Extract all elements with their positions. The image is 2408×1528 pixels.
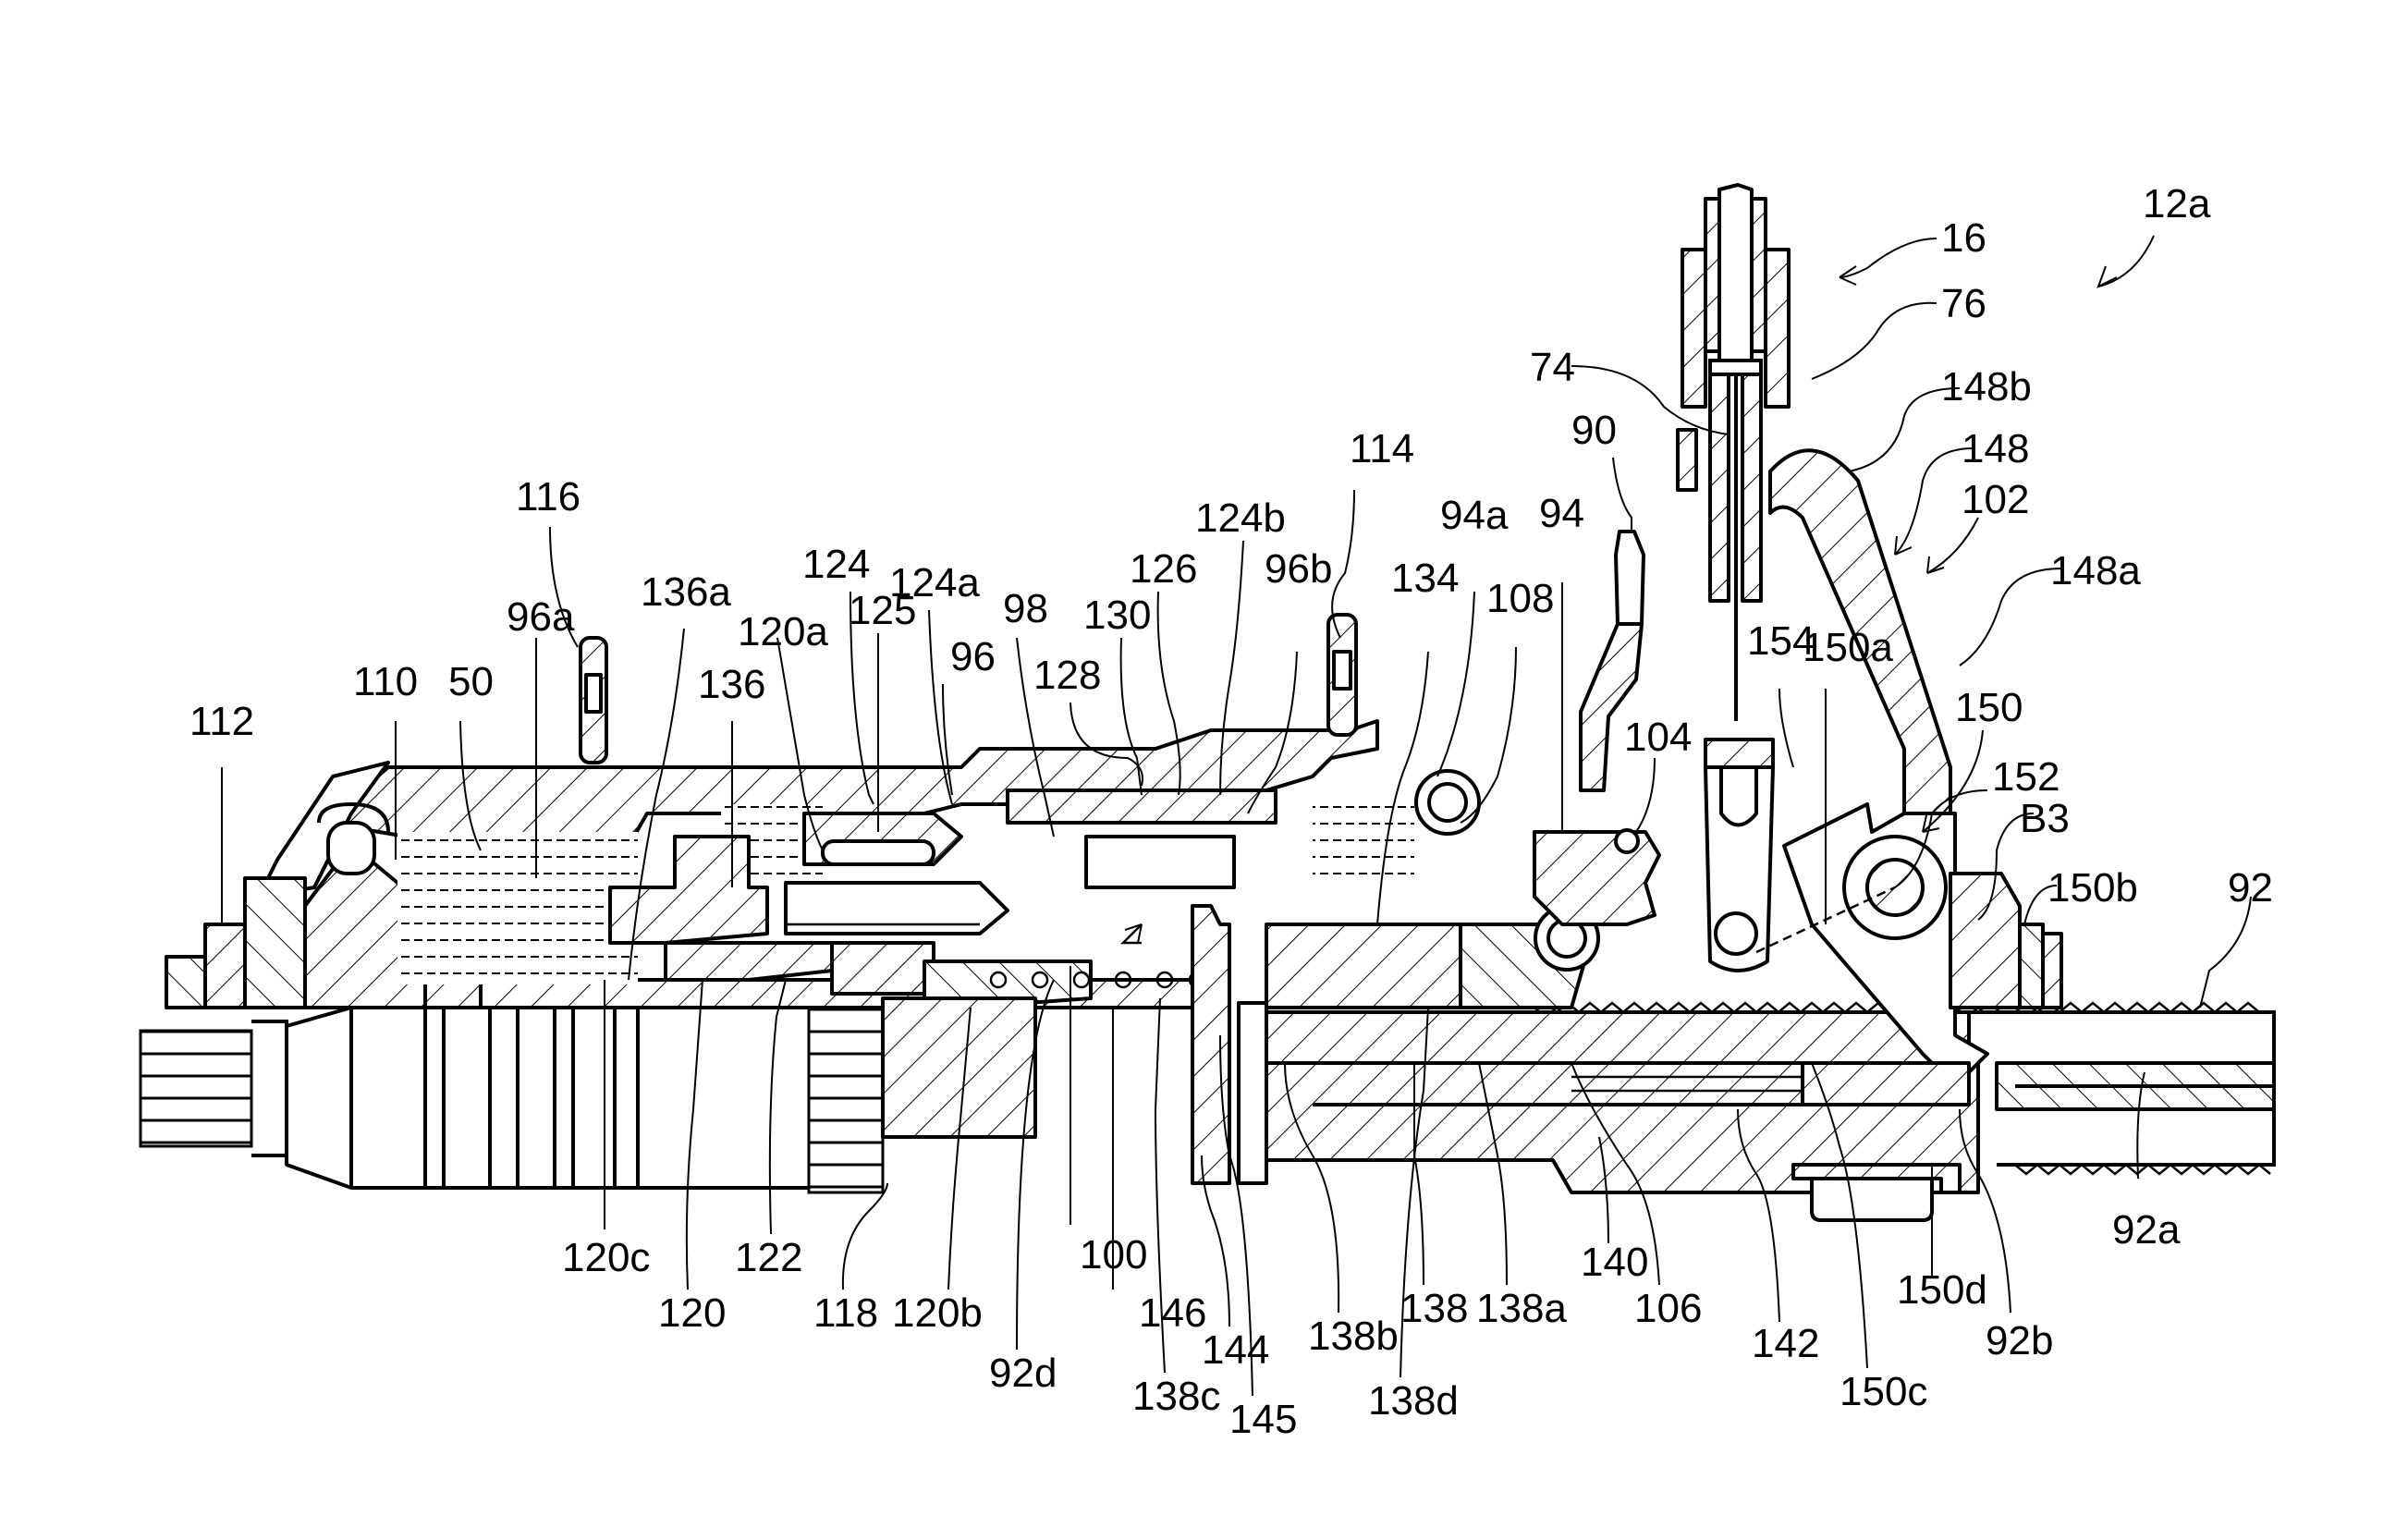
flange-114 <box>1326 613 1358 737</box>
label-122: 122 <box>735 1235 802 1280</box>
label-102: 102 <box>1962 477 2029 522</box>
label-16: 16 <box>1941 215 1986 261</box>
arrow-16 <box>1839 265 1857 286</box>
label-120: 120 <box>658 1290 726 1336</box>
label-148: 148 <box>1962 426 2029 471</box>
label-138c: 138c <box>1132 1374 1220 1419</box>
reference-labels: 12a 16 76 74 148b 148 102 148a 90 94 94a… <box>189 181 2273 1442</box>
label-146: 146 <box>1139 1290 1206 1336</box>
label-100: 100 <box>1080 1232 1147 1277</box>
label-92a: 92a <box>2112 1207 2181 1253</box>
label-150a: 150a <box>1803 625 1893 670</box>
label-74: 74 <box>1530 345 1575 390</box>
ring-gear-124 <box>802 812 963 866</box>
label-150d: 150d <box>1897 1267 1987 1313</box>
grease-chamber-50 <box>397 832 638 984</box>
label-134: 134 <box>1391 556 1459 601</box>
label-138a: 138a <box>1476 1286 1567 1331</box>
label-92d: 92d <box>989 1351 1057 1396</box>
cable-assembly-16 <box>1676 183 1791 721</box>
label-96: 96 <box>950 634 996 679</box>
label-96a: 96a <box>507 594 575 640</box>
label-148b: 148b <box>1941 364 2032 410</box>
arrow-148 <box>1894 535 1913 556</box>
label-150: 150 <box>1955 685 2023 730</box>
label-92b: 92b <box>1986 1318 2053 1363</box>
label-138d: 138d <box>1368 1378 1459 1424</box>
label-138: 138 <box>1400 1286 1468 1331</box>
arrow-100 <box>1124 923 1143 944</box>
hub-axle-92 <box>1255 1001 2276 1194</box>
arrow-102 <box>1926 556 1945 574</box>
label-108: 108 <box>1486 576 1554 621</box>
pin-104 <box>1614 828 1640 854</box>
label-145: 145 <box>1229 1397 1297 1442</box>
bracket-148 <box>1768 448 1952 815</box>
label-125: 125 <box>849 588 916 633</box>
grease-chamber-3 <box>1313 804 1414 878</box>
label-136a: 136a <box>641 569 731 615</box>
lock-nut-112 <box>165 876 307 1009</box>
label-128: 128 <box>1033 653 1101 698</box>
label-90: 90 <box>1571 408 1617 453</box>
label-92: 92 <box>2228 865 2273 911</box>
link-154 <box>1704 738 1775 972</box>
bearing-108 <box>1414 769 1481 836</box>
nut-lower <box>1791 1163 1962 1222</box>
label-120a: 120a <box>738 609 828 654</box>
label-144: 144 <box>1202 1327 1269 1373</box>
clutch-126 <box>1006 788 1277 889</box>
label-154: 154 <box>1747 618 1815 664</box>
label-140: 140 <box>1581 1240 1648 1285</box>
label-148a: 148a <box>2050 548 2141 593</box>
arrow-150 <box>1922 814 1940 833</box>
label-50: 50 <box>448 659 494 704</box>
label-124a: 124a <box>889 560 980 605</box>
label-124: 124 <box>802 542 870 587</box>
label-104: 104 <box>1624 715 1692 760</box>
label-126: 126 <box>1130 546 1197 592</box>
label-114: 114 <box>1350 426 1414 471</box>
label-150c: 150c <box>1840 1369 1927 1414</box>
label-110: 110 <box>353 659 418 704</box>
label-120b: 120b <box>892 1290 983 1336</box>
label-136: 136 <box>698 662 765 707</box>
carrier-120 <box>608 835 1093 1009</box>
bearing-110 <box>317 801 390 875</box>
leader-lines <box>221 235 2252 1397</box>
label-76: 76 <box>1941 281 1986 326</box>
label-152: 152 <box>1992 754 2060 800</box>
indicator-arrows <box>1124 265 1945 944</box>
label-96b: 96b <box>1265 546 1332 592</box>
label-142: 142 <box>1752 1321 1819 1366</box>
label-94: 94 <box>1539 491 1584 536</box>
flange-116 <box>579 636 608 764</box>
sleeve-142 <box>1801 1061 1971 1106</box>
sprocket-118 <box>807 996 1037 1194</box>
label-112: 112 <box>189 699 254 744</box>
label-138b: 138b <box>1308 1314 1399 1359</box>
label-106: 106 <box>1634 1286 1702 1331</box>
arrow-12a <box>2096 265 2118 289</box>
label-130: 130 <box>1083 593 1151 638</box>
label-124b: 124b <box>1195 495 1286 541</box>
label-B3: B3 <box>2020 796 2070 841</box>
label-118: 118 <box>813 1290 878 1336</box>
label-116: 116 <box>516 474 581 520</box>
label-98: 98 <box>1003 586 1048 631</box>
axle-left-end <box>139 1006 852 1190</box>
label-150b: 150b <box>2047 865 2138 911</box>
label-12a: 12a <box>2143 181 2211 226</box>
shift-lever-90 <box>1533 530 1661 926</box>
label-94a: 94a <box>1440 493 1509 538</box>
label-120c: 120c <box>562 1235 650 1280</box>
housing-right-B3 <box>1949 872 2063 1009</box>
